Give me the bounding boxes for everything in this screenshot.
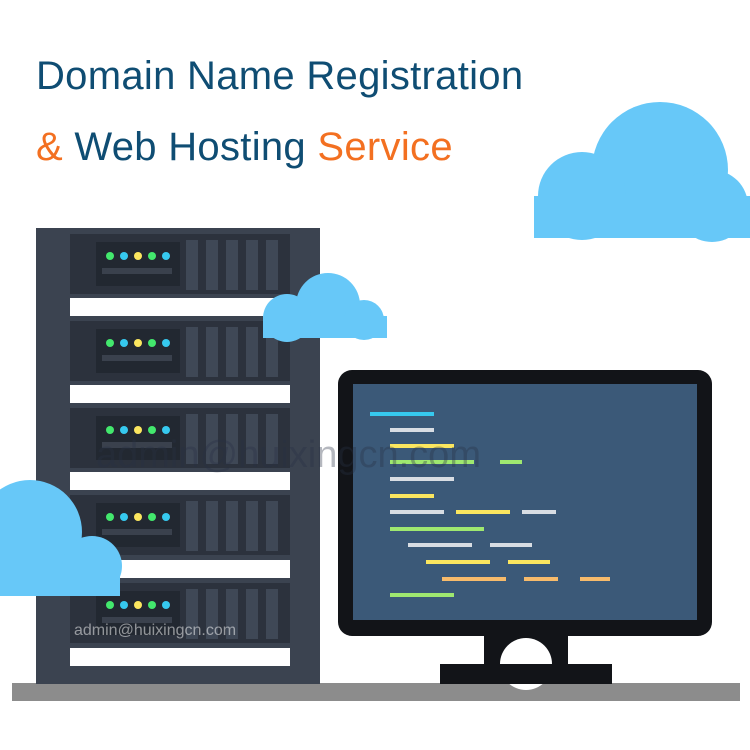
status-led-icon xyxy=(134,252,142,260)
headline-web-hosting: Web Hosting xyxy=(74,125,318,169)
code-line xyxy=(390,494,434,498)
headline-ampersand: & xyxy=(36,125,75,169)
code-line xyxy=(426,560,490,564)
status-led-icon xyxy=(148,513,156,521)
code-line xyxy=(580,577,610,581)
server-drawer xyxy=(70,234,290,294)
status-led-icon xyxy=(162,252,170,260)
headline-service: Service xyxy=(317,125,453,169)
status-led-icon xyxy=(120,339,128,347)
headline-line-1: Domain Name Registration xyxy=(36,56,523,96)
code-lines xyxy=(370,412,610,597)
code-line xyxy=(390,510,444,514)
status-led-icon xyxy=(106,601,114,609)
status-led-icon xyxy=(162,426,170,434)
code-line xyxy=(524,577,558,581)
code-line xyxy=(390,428,434,432)
ground-bar xyxy=(12,683,740,701)
code-line xyxy=(390,444,454,448)
status-led-icon xyxy=(106,339,114,347)
server-rack-icon xyxy=(36,228,320,684)
status-led-icon xyxy=(134,513,142,521)
status-led-icon xyxy=(134,339,142,347)
status-led-icon xyxy=(134,426,142,434)
cloud-icon xyxy=(0,480,122,596)
status-led-icon xyxy=(148,252,156,260)
code-line xyxy=(508,560,550,564)
code-line xyxy=(390,593,454,597)
status-led-icon xyxy=(162,601,170,609)
status-led-icon xyxy=(148,601,156,609)
status-led-icon xyxy=(162,339,170,347)
headline-line-2: & Web Hosting Service xyxy=(36,127,453,167)
code-line xyxy=(370,412,434,416)
status-led-icon xyxy=(106,252,114,260)
code-line xyxy=(408,543,472,547)
cloud-icon xyxy=(263,273,387,342)
code-line xyxy=(442,577,506,581)
server-drawer xyxy=(70,583,290,643)
code-line xyxy=(390,460,474,464)
status-led-icon xyxy=(106,513,114,521)
monitor-icon xyxy=(338,370,712,690)
code-line xyxy=(522,510,556,514)
headline-domain-name-registration: Domain Name Registration xyxy=(36,54,524,98)
code-line xyxy=(456,510,510,514)
status-led-icon xyxy=(148,339,156,347)
status-led-icon xyxy=(134,601,142,609)
code-line xyxy=(500,460,522,464)
status-led-icon xyxy=(106,426,114,434)
status-led-icon xyxy=(148,426,156,434)
status-led-icon xyxy=(120,513,128,521)
status-led-icon xyxy=(162,513,170,521)
code-line xyxy=(390,527,484,531)
server-drawer xyxy=(70,321,290,381)
watermark-small: admin@huixingcn.com xyxy=(74,622,237,639)
status-led-icon xyxy=(120,252,128,260)
code-line xyxy=(390,477,454,481)
watermark-large: admin@huixingcn.com xyxy=(96,434,481,476)
cloud-icon xyxy=(534,102,750,242)
server-drawer xyxy=(70,408,290,468)
status-led-icon xyxy=(120,601,128,609)
status-led-icon xyxy=(120,426,128,434)
code-line xyxy=(490,543,532,547)
